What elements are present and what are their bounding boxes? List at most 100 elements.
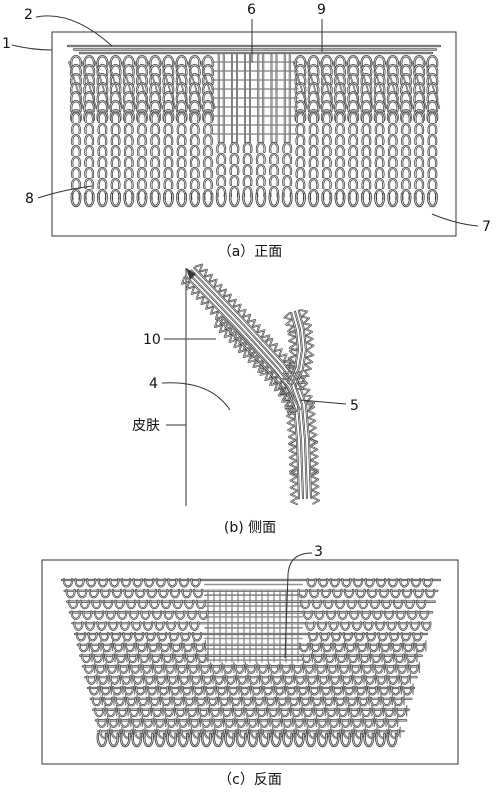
knit-loop-highlight <box>348 100 359 112</box>
inner-strip-loop-highlight <box>269 378 277 386</box>
knit-loop-highlight <box>375 134 384 145</box>
bottom-loop-highlight <box>143 733 153 747</box>
knit-loop-highlight <box>293 665 302 674</box>
inner-strip-loop-highlight <box>238 345 246 353</box>
knit-loop-highlight <box>396 611 405 620</box>
knit-loop-highlight <box>361 73 372 85</box>
knit-loop-highlight <box>156 578 166 587</box>
flap-strip-loop-highlight <box>307 342 314 350</box>
knit-loop-highlight <box>98 145 107 156</box>
knit-loop-highlight <box>136 686 145 695</box>
knit-loop-highlight <box>348 123 358 134</box>
main-strip-loop-highlight <box>302 388 310 395</box>
bottom-loop-highlight <box>132 733 142 747</box>
main-strip-loop-highlight <box>311 476 319 483</box>
main-strip-loop-highlight <box>310 446 318 453</box>
knit-loop-highlight <box>203 112 213 123</box>
bottom-loop-highlight <box>150 193 160 207</box>
knit-loop-highlight <box>317 719 327 728</box>
knit-loop-highlight <box>258 665 268 674</box>
knit-loop-highlight <box>132 621 141 631</box>
knit-loop-highlight <box>361 611 371 620</box>
knit-loop-highlight <box>362 156 371 167</box>
main-strip-inner-loop-highlight <box>288 440 296 447</box>
tuck-yarn-highlight <box>372 61 387 109</box>
knit-loop-highlight <box>335 123 345 134</box>
knit-loop-highlight <box>308 73 319 85</box>
knit-loop-highlight <box>129 611 139 620</box>
bottom-loop-highlight <box>401 193 411 207</box>
knit-loop-highlight <box>92 697 101 706</box>
inner-strip-loop-highlight <box>278 389 286 396</box>
knit-loop-highlight <box>143 719 153 728</box>
knit-loop-highlight <box>259 719 269 728</box>
knit-loop-highlight <box>295 55 306 67</box>
knit-loop-highlight <box>308 100 319 112</box>
knit-loop-highlight <box>163 73 174 85</box>
tuck-yarn-highlight <box>187 61 203 109</box>
knit-loop-highlight <box>110 73 121 85</box>
knit-loop-highlight <box>123 729 132 739</box>
knit-loop-highlight <box>277 697 287 706</box>
knit-loop-highlight <box>216 153 226 164</box>
knit-loop-highlight <box>428 156 437 167</box>
knit-loop-highlight <box>335 112 345 123</box>
knit-loop-highlight <box>333 686 342 695</box>
knit-loop-highlight <box>366 729 376 739</box>
knit-loop-highlight <box>321 589 331 598</box>
knit-loop-highlight <box>271 719 281 728</box>
knit-loop-highlight <box>84 145 94 156</box>
main-strip-inner-loop-highlight <box>288 433 296 440</box>
main-strip-inner-loop-highlight <box>289 447 296 454</box>
knit-loop-highlight <box>335 134 345 145</box>
main-strip-loop-highlight <box>219 289 227 297</box>
knit-loop-highlight <box>237 675 247 685</box>
flap-strip-inner-loop-highlight <box>288 355 296 363</box>
knit-loop-highlight <box>71 134 81 145</box>
knit-loop-highlight <box>203 123 213 134</box>
knit-loop-highlight <box>401 167 411 178</box>
knit-loop-highlight <box>309 178 318 189</box>
bottom-loop-highlight <box>387 733 397 747</box>
knit-loop-highlight <box>328 665 337 674</box>
knit-loop-highlight <box>127 697 136 706</box>
knit-loop-highlight <box>322 123 332 134</box>
knit-loop-highlight <box>98 578 108 587</box>
knit-loop-highlight <box>312 600 322 609</box>
knit-loop-highlight <box>348 73 359 85</box>
knit-loop-highlight <box>404 643 413 652</box>
knit-loop-highlight <box>84 112 94 123</box>
bottom-loop-highlight <box>364 733 374 747</box>
knit-loop-highlight <box>123 100 134 112</box>
inner-strip-loop-highlight <box>285 401 293 408</box>
knit-loop-highlight <box>83 611 92 620</box>
knit-loop-highlight <box>320 632 329 641</box>
knit-loop-highlight <box>337 654 346 663</box>
knit-loop-highlight <box>414 112 424 123</box>
knit-loop-highlight <box>139 654 149 663</box>
knit-loop-highlight <box>150 100 161 112</box>
main-strip-loop-highlight <box>311 460 319 467</box>
bottom-loop-highlight <box>335 193 345 207</box>
main-strip-loop-highlight <box>308 418 316 425</box>
bottom-loop-highlight <box>216 193 226 207</box>
knit-loop-highlight <box>300 600 310 609</box>
knit-loop-highlight <box>190 156 200 167</box>
knit-loop-highlight <box>313 654 323 663</box>
knit-loop-highlight <box>398 621 408 631</box>
knit-loop-highlight <box>194 686 203 695</box>
knit-loop-highlight <box>124 589 133 598</box>
knit-loop-highlight <box>84 100 95 112</box>
knit-loop-highlight <box>99 632 109 641</box>
knit-loop-highlight <box>341 719 350 728</box>
knit-loop-highlight <box>296 167 305 178</box>
bottom-loop-highlight <box>256 193 266 207</box>
main-strip-inner-loop-highlight <box>290 484 297 491</box>
knit-loop-highlight <box>195 643 204 652</box>
reference-numeral-7: 7 <box>482 219 491 235</box>
knit-loop-highlight <box>382 600 391 609</box>
flap-strip-inner-loop-highlight <box>286 365 294 372</box>
knit-loop-highlight <box>124 686 134 695</box>
knit-loop-highlight <box>191 578 200 587</box>
knit-loop-highlight <box>71 123 81 134</box>
